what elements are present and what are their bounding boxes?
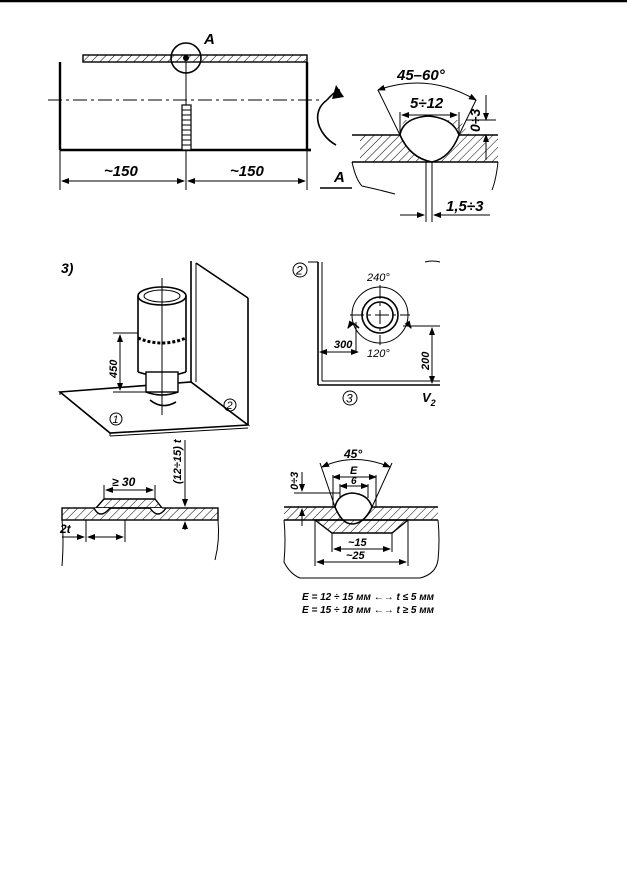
- dim-left-150: ~150: [104, 163, 138, 180]
- v2-label: V2: [422, 390, 436, 408]
- detail-label: A: [203, 31, 215, 48]
- weld-seam: [181, 104, 192, 151]
- dim-2t: 2t: [59, 522, 72, 536]
- dim-15: ~15: [348, 537, 368, 549]
- pipe-weld-ring: [137, 336, 187, 345]
- backing-strip: [312, 519, 410, 534]
- svg-text:1: 1: [113, 414, 119, 426]
- dim-300: 300: [334, 339, 353, 351]
- patch-plate: [94, 498, 164, 509]
- note-1: E = 12 ÷ 15 мм ←→ t ≤ 5 мм: [302, 592, 435, 603]
- angle-arc: [377, 82, 477, 101]
- view-curved-arrow: [316, 99, 337, 146]
- detail-circle: [170, 42, 202, 74]
- marker-2: [223, 398, 237, 412]
- svg-text:3: 3: [346, 392, 353, 406]
- e-label: E: [350, 465, 358, 477]
- dim-200: 200: [420, 351, 432, 371]
- height-label: 0÷3: [467, 109, 483, 132]
- root-gap-label: 1,5÷3: [446, 198, 484, 215]
- svg-text:2: 2: [226, 400, 233, 412]
- gap-width-label: 5÷12: [410, 95, 444, 112]
- fig2-pipe-on-plate: 3) 450 1 2: [57, 260, 251, 437]
- height-label-b: 0÷3: [289, 472, 301, 490]
- marker-2b: [292, 262, 308, 278]
- dim-right-150: ~150: [230, 163, 264, 180]
- angle-label: 45–60°: [396, 67, 446, 84]
- dim-30: ≥ 30: [112, 475, 136, 489]
- fig1-pipe-view: A ~150 ~150: [48, 31, 344, 190]
- note-2: E = 15 ÷ 18 мм ←→ t ≥ 5 мм: [302, 605, 435, 616]
- dim-t: (12÷15) t: [172, 438, 184, 484]
- height-450: 450: [108, 359, 120, 379]
- marker-1: [109, 412, 123, 426]
- dim-25: ~25: [346, 550, 366, 562]
- angle-45: 45°: [343, 447, 362, 461]
- fig3-pipe-in-corner: 2 240° 120° 300 200 3 V2: [292, 260, 441, 408]
- fig2-tag: 3): [61, 260, 74, 276]
- plate-lower-hatched: [61, 507, 219, 521]
- fig1-weld-section: A 45–60° 5÷12 0÷3 1,5÷3: [320, 67, 499, 222]
- svg-text:2: 2: [295, 264, 303, 278]
- angle-240: 240°: [366, 272, 390, 284]
- fig4-lap-weld: ≥ 30 (12÷15) t 2t: [59, 438, 220, 567]
- section-label: A: [333, 169, 345, 186]
- pipe-wall-hatched: [82, 54, 308, 63]
- fig5-butt-weld: 45° E 6 0÷3 ~15 ~25 E = 12 ÷ 15 мм ←→ t …: [283, 447, 440, 616]
- angle-120: 120°: [367, 348, 390, 360]
- marker-3: [342, 390, 358, 406]
- six-label: 6: [351, 476, 357, 487]
